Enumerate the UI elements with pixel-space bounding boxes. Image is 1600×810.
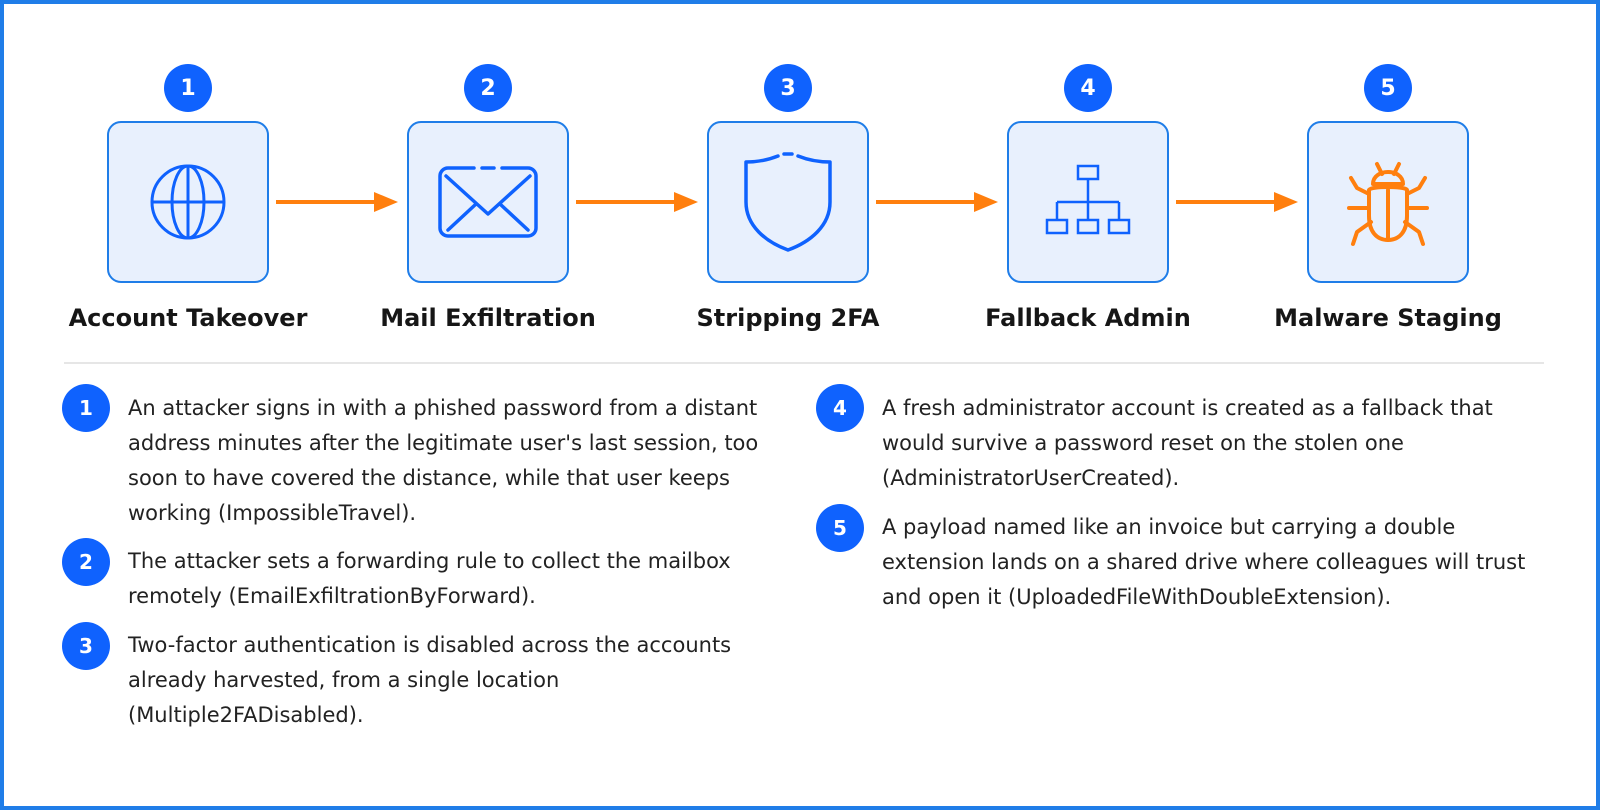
step-2-text: The attacker sets a forwarding rule to c… <box>128 549 731 608</box>
step-4-text: A fresh administrator account is created… <box>882 396 1493 490</box>
stage-4-box <box>1007 121 1169 283</box>
arrow-3-to-4 <box>876 192 998 212</box>
step-4-badge: 4 <box>816 384 864 432</box>
step-1-badge: 1 <box>62 384 110 432</box>
arrow-2-to-3 <box>576 192 698 212</box>
globe-icon <box>150 164 226 240</box>
bug-icon <box>1347 162 1429 246</box>
stage-5-label: Malware Staging <box>1274 304 1502 332</box>
stage-5-badge: 5 <box>1364 64 1412 112</box>
step-3-badge: 3 <box>62 622 110 670</box>
mail-icon <box>438 166 538 238</box>
step-3-text: Two-factor authentication is disabled ac… <box>128 633 732 727</box>
shield-icon <box>744 152 832 252</box>
stage-2-badge: 2 <box>464 64 512 112</box>
stage-3-box <box>707 121 869 283</box>
stage-2-box <box>407 121 569 283</box>
stage-3-badge: 3 <box>764 64 812 112</box>
divider <box>64 362 1544 364</box>
stage-4-badge: 4 <box>1064 64 1112 112</box>
stage-2-label: Mail Exfiltration <box>380 304 596 332</box>
step-2-badge: 2 <box>62 538 110 586</box>
step-1-text: An attacker signs in with a phished pass… <box>128 396 759 525</box>
arrow-1-to-2 <box>276 192 398 212</box>
stage-5-box <box>1307 121 1469 283</box>
arrow-4-to-5 <box>1176 192 1298 212</box>
stage-3-label: Stripping 2FA <box>696 304 880 332</box>
stage-1-badge: 1 <box>164 64 212 112</box>
stage-1-box <box>107 121 269 283</box>
stage-4-label: Fallback Admin <box>985 304 1191 332</box>
org-chart-icon <box>1045 164 1131 235</box>
step-5-badge: 5 <box>816 504 864 552</box>
step-5-text: A payload named like an invoice but carr… <box>882 515 1526 609</box>
stage-1-label: Account Takeover <box>68 304 308 332</box>
